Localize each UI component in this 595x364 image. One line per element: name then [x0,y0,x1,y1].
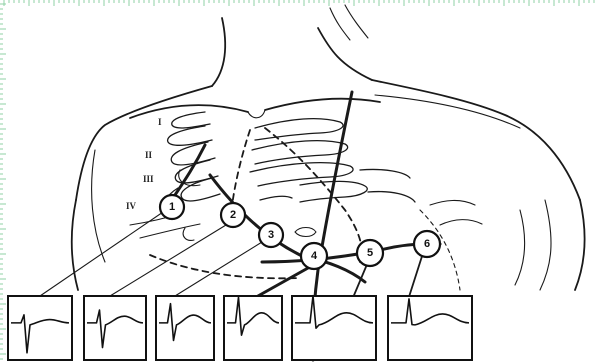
rib-label-2: II [145,150,153,160]
torso-outline [72,5,585,290]
electrode-v6-label: 6 [424,238,430,250]
electrode-v2-label: 2 [230,209,236,221]
ecg-tracing-6 [388,296,472,360]
electrode-v2: 2 [221,203,245,227]
ecg-box-frame [224,296,282,360]
ecg-tracing-3 [156,296,214,360]
rib-labels: I II III IV [126,117,162,211]
electrode-v1: 1 [160,195,184,219]
ecg-box-frame [8,296,72,360]
ecg-tracing-4 [224,296,282,360]
ecg-tracing-2 [84,296,146,360]
ecg-tracings [8,296,472,360]
ecg-box-frame [156,296,214,360]
rib-label-3: III [143,174,154,184]
electrode-v3: 3 [259,223,283,247]
electrode-v1-label: 1 [169,201,175,213]
ecg-box-frame [292,296,376,360]
electrode-v6: 6 [414,231,440,257]
ecg-box-frame [388,296,472,360]
ecg-tracing-1 [8,296,72,360]
electrode-v4-label: 4 [311,250,318,262]
electrode-v4: 4 [301,243,327,269]
electrode-v5-label: 5 [367,247,373,259]
ecg-tracing-5 [292,296,376,360]
electrode-v5: 5 [357,240,383,266]
ecg-box-frame [84,296,146,360]
rib-label-4: IV [126,201,137,211]
electrode-v3-label: 3 [268,229,274,241]
rib-label-1: I [158,117,162,127]
